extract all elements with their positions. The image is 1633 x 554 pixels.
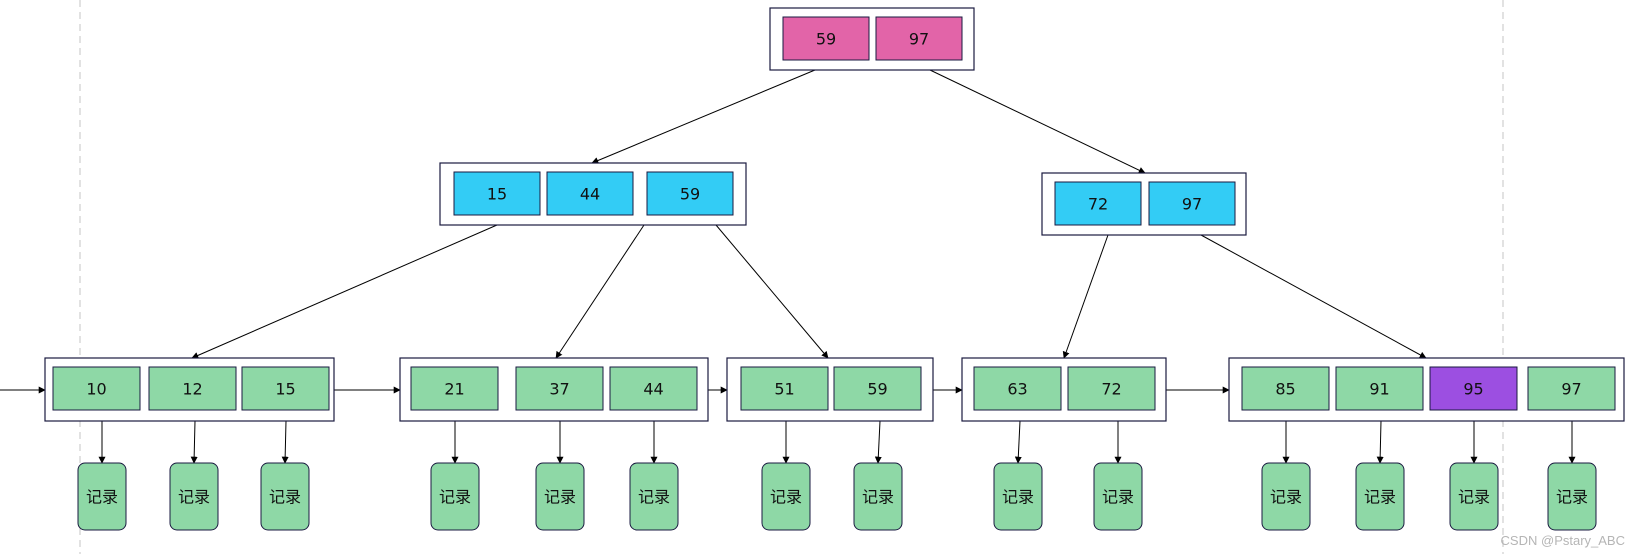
- key-label: 37: [549, 380, 569, 399]
- record-label: 记录: [1002, 488, 1034, 507]
- internal-key: 59: [646, 171, 734, 216]
- leaf-to-record-arrow: [190, 420, 198, 464]
- record-box: 记录: [1261, 462, 1311, 531]
- watermark: CSDN @Pstary_ABC: [1500, 533, 1625, 548]
- leaf-key: 85: [1241, 366, 1330, 411]
- key-label: 95: [1463, 380, 1483, 399]
- edge-internal-to-leaf: [191, 224, 498, 359]
- edge-internal-to-leaf: [715, 224, 829, 359]
- record-label: 记录: [1270, 488, 1302, 507]
- record-box: 记录: [1449, 462, 1499, 531]
- leaf-key: 91: [1335, 366, 1424, 411]
- leaf-key: 37: [515, 366, 604, 411]
- leaf-key: 10: [52, 366, 141, 411]
- record-label: 记录: [269, 488, 301, 507]
- internal-key: 72: [1054, 181, 1142, 226]
- leaf-key: 51: [740, 366, 829, 411]
- key-label: 21: [444, 380, 464, 399]
- record-box: 记录: [1093, 462, 1143, 531]
- record-box: 记录: [535, 462, 585, 531]
- key-label: 91: [1369, 380, 1389, 399]
- record-label: 记录: [86, 488, 118, 507]
- internal-key: 97: [1148, 181, 1236, 226]
- record-box: 记录: [1547, 462, 1597, 531]
- record-box: 记录: [761, 462, 811, 531]
- record-box: 记录: [169, 462, 219, 531]
- edge-internal-to-leaf: [1062, 234, 1109, 359]
- record-box: 记录: [1355, 462, 1405, 531]
- record-box: 记录: [260, 462, 310, 531]
- record-box: 记录: [853, 462, 903, 531]
- leaf-to-record-arrow: [1014, 420, 1022, 464]
- record-label: 记录: [1364, 488, 1396, 507]
- record-label: 记录: [770, 488, 802, 507]
- key-label: 72: [1101, 380, 1121, 399]
- record-label: 记录: [544, 488, 576, 507]
- record-label: 记录: [862, 488, 894, 507]
- guide-lines: [79, 0, 1504, 554]
- leaf-key: 63: [973, 366, 1062, 411]
- edge-internal-to-leaf: [1200, 234, 1427, 359]
- leaf-to-record-arrow: [1376, 420, 1384, 464]
- record-label: 记录: [1458, 488, 1490, 507]
- key-label: 15: [275, 380, 295, 399]
- record-label: 记录: [1556, 488, 1588, 507]
- leaf-key: 97: [1527, 366, 1616, 411]
- internal-key: 15: [453, 171, 541, 216]
- tree-nodes: 59 97 15 44 59 72 97 10 记录 12 记录 15 记录 21 记录 37 记录 44 记录 51…: [44, 7, 1625, 531]
- leaf-key: 15: [241, 366, 330, 411]
- key-label: 97: [909, 30, 929, 49]
- key-label: 97: [1182, 195, 1202, 214]
- key-label: 59: [867, 380, 887, 399]
- leaf-key: 59: [833, 366, 922, 411]
- key-label: 59: [816, 30, 836, 49]
- key-label: 72: [1088, 195, 1108, 214]
- root-key: 59: [782, 16, 870, 61]
- leaf-to-record-arrow: [281, 420, 289, 464]
- leaf-key: 95: [1429, 366, 1518, 411]
- key-label: 10: [86, 380, 106, 399]
- record-box: 记录: [629, 462, 679, 531]
- record-box: 记录: [430, 462, 480, 531]
- key-label: 15: [487, 185, 507, 204]
- tree-edges: [0, 69, 1576, 464]
- key-label: 63: [1007, 380, 1027, 399]
- key-label: 85: [1275, 380, 1295, 399]
- leaf-key: 12: [148, 366, 237, 411]
- record-box: 记录: [993, 462, 1043, 531]
- record-box: 记录: [77, 462, 127, 531]
- leaf-key: 72: [1067, 366, 1156, 411]
- internal-key: 44: [546, 171, 634, 216]
- record-label: 记录: [1102, 488, 1134, 507]
- leaf-to-record-arrow: [874, 420, 882, 464]
- key-label: 51: [774, 380, 794, 399]
- leaf-key: 44: [609, 366, 698, 411]
- record-label: 记录: [638, 488, 670, 507]
- root-key: 97: [875, 16, 963, 61]
- leaf-key: 21: [410, 366, 499, 411]
- record-label: 记录: [439, 488, 471, 507]
- key-label: 59: [680, 185, 700, 204]
- key-label: 44: [643, 380, 663, 399]
- edge-root-to-internal: [591, 69, 816, 164]
- key-label: 44: [580, 185, 600, 204]
- edge-root-to-internal: [929, 69, 1146, 174]
- edge-internal-to-leaf: [555, 224, 645, 359]
- key-label: 97: [1561, 380, 1581, 399]
- record-label: 记录: [178, 488, 210, 507]
- key-label: 12: [182, 380, 202, 399]
